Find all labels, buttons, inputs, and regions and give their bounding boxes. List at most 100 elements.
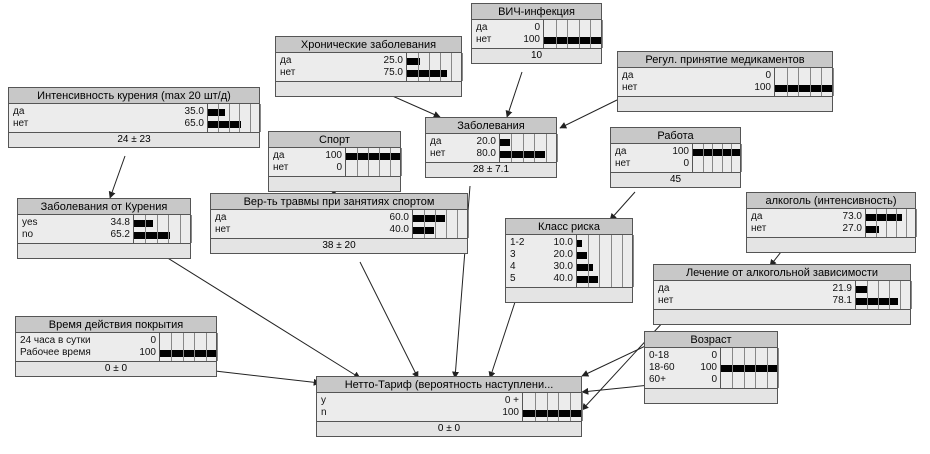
- node-expected-value: 0 ± 0: [317, 421, 581, 436]
- state-label: 24 часа в сутки: [20, 335, 91, 346]
- probability-bar-fill: [576, 252, 587, 259]
- state-probability: 0 +: [504, 395, 519, 406]
- state-probability: 0: [765, 70, 771, 81]
- state-label: нет: [430, 148, 446, 159]
- bar-grid: [345, 148, 402, 176]
- state-label: да: [658, 283, 670, 294]
- bar-grid: [774, 68, 834, 96]
- state-label: да: [280, 55, 292, 66]
- probability-bar: [855, 283, 910, 295]
- state-label: 60+: [649, 374, 666, 385]
- probability-bar-fill: [865, 226, 879, 233]
- state-label: y: [321, 395, 326, 406]
- bar-grid: [207, 104, 261, 132]
- state-label: да: [615, 146, 627, 157]
- probability-bar: [207, 106, 259, 118]
- state-probability: 100: [325, 150, 342, 161]
- node-expected-value: [506, 287, 632, 302]
- probability-bar-fill: [543, 37, 601, 44]
- bar-grid: [576, 235, 634, 287]
- state-row[interactable]: y 0 +: [317, 395, 581, 407]
- bar-grid: [855, 281, 912, 309]
- probability-bar: [159, 347, 216, 359]
- probability-bar-fill: [345, 153, 400, 160]
- probability-bar: [774, 82, 832, 94]
- probability-bar-fill: [855, 286, 867, 293]
- state-label: да: [13, 106, 25, 117]
- state-row[interactable]: да 25.0: [276, 55, 461, 67]
- state-row[interactable]: 60+0: [645, 374, 777, 386]
- state-probability: 25.0: [383, 55, 403, 66]
- bar-grid: [692, 144, 742, 172]
- probability-bar-fill: [774, 85, 832, 92]
- state-label: нет: [751, 223, 767, 234]
- probability-bar: [412, 212, 467, 224]
- state-label: 1-2: [510, 237, 525, 248]
- state-probability: 100: [700, 362, 717, 373]
- probability-bar-fill: [159, 350, 216, 357]
- node-title: Класс риска: [506, 219, 632, 235]
- state-label: нет: [273, 162, 289, 173]
- state-label: нет: [658, 295, 674, 306]
- state-label: yes: [22, 217, 38, 228]
- state-row[interactable]: нет 27.0: [747, 223, 915, 235]
- state-probability: 40.0: [553, 273, 573, 284]
- probability-bar-fill: [412, 227, 434, 234]
- probability-bar-fill: [207, 109, 225, 116]
- state-probability: 0: [711, 350, 717, 361]
- state-probability: 27.0: [842, 223, 862, 234]
- probability-bar-fill: [576, 264, 593, 271]
- state-probability: 65.2: [110, 229, 130, 240]
- node-title: ВИЧ-инфекция: [472, 4, 601, 20]
- bar-grid: [133, 215, 192, 243]
- probability-bar: [499, 136, 556, 148]
- state-probability: 0: [534, 22, 540, 33]
- state-label: нет: [280, 67, 296, 78]
- node-expected-value: [618, 96, 832, 111]
